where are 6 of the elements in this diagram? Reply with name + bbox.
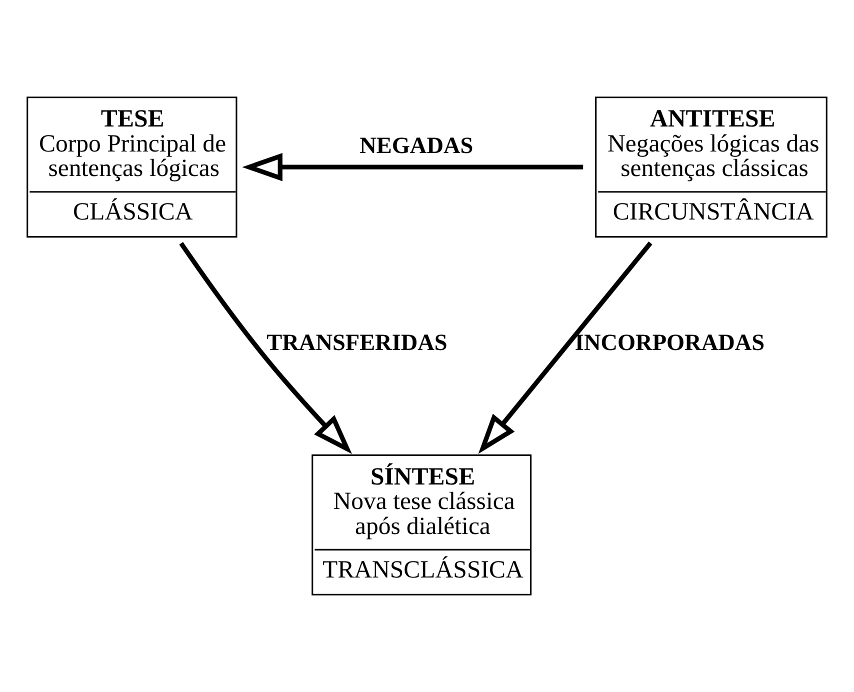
edge-label: TRANSFERIDAS xyxy=(266,330,448,356)
edge-label: NEGADAS xyxy=(360,133,474,160)
arrow xyxy=(242,152,584,182)
arrow xyxy=(478,242,652,454)
arrow xyxy=(179,242,352,454)
edge-label: INCORPORADAS xyxy=(574,330,765,356)
